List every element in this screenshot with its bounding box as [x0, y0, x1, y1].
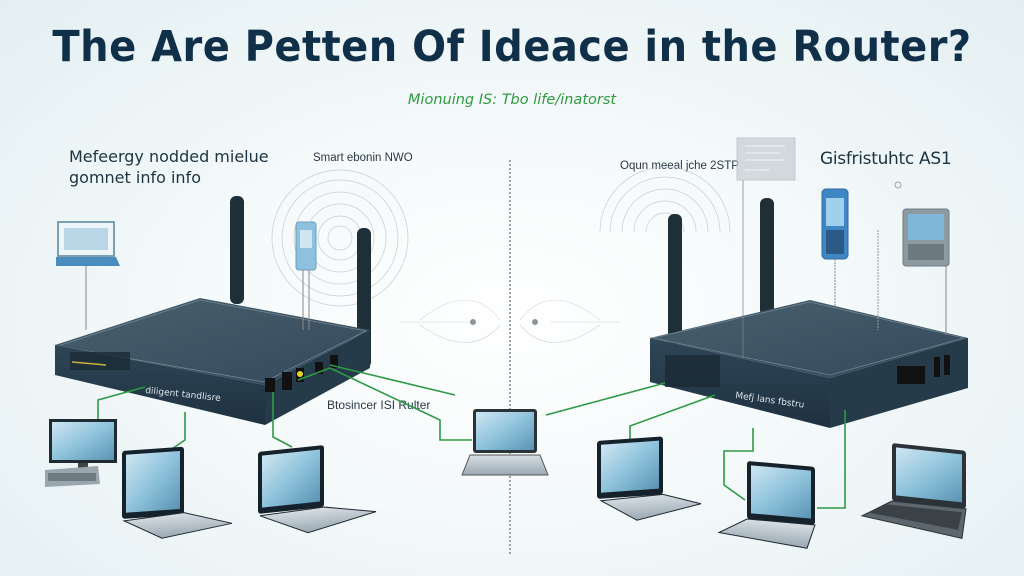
left-router-port: [330, 355, 338, 368]
network-cables: [97, 364, 846, 509]
center-node-right: [532, 319, 538, 325]
right-router-port: [934, 357, 940, 377]
right-router-antenna-1: [668, 214, 682, 344]
left-desktop-computer: [45, 419, 117, 487]
left-heading-line1: Mefeergy nodded mielue: [69, 147, 269, 166]
cable-right-vent: [545, 382, 666, 416]
diagram-subtitle: Mionuing IS: Tbo life/inatorst: [407, 92, 617, 108]
cable-left-desktop: [97, 386, 146, 420]
right-router: Mefj lans fbstru: [650, 198, 968, 428]
left-laptop-2: [258, 445, 377, 534]
left-router: diligent tandlisre: [55, 196, 371, 425]
cable-right-laptop-3: [817, 410, 846, 509]
center-signal-burst: [400, 299, 620, 343]
center-node-left: [470, 319, 476, 325]
cable-center-laptop: [297, 367, 472, 441]
left-router-vent: [70, 352, 130, 370]
right-tablet-device: [902, 208, 950, 335]
right-laptop-1: [597, 436, 702, 521]
left-router-side: [265, 330, 370, 425]
wireless-signal-right: [599, 166, 731, 233]
center-laptop: [461, 409, 549, 476]
cable-right-laptop-1: [629, 394, 716, 440]
left-wireless-label: Smart ebonin NWO: [313, 152, 413, 164]
right-router-vent: [665, 355, 720, 387]
left-router-port: [265, 378, 275, 392]
right-laptop-3: [860, 443, 967, 539]
cable-left-laptop-2: [272, 392, 293, 448]
right-smartphone: [821, 188, 849, 308]
right-router-port: [897, 366, 925, 384]
diagram-title: The Are Petten Of Ideace in the Router?: [52, 22, 972, 72]
left-router-port: [282, 372, 292, 390]
left-router-port: [315, 362, 323, 374]
left-desktop-monitor: [56, 221, 120, 330]
left-router-top: [55, 298, 370, 385]
left-panel-heading: Mefeergy nodded mielue gomnet info info: [69, 146, 269, 188]
left-smartphone: [295, 221, 317, 330]
right-bubble: [894, 181, 902, 189]
left-heading-line2: gomnet info info: [69, 168, 201, 187]
cable-router-link: [329, 364, 456, 396]
wireless-signal-left: [271, 169, 409, 307]
right-router-antenna-2: [760, 198, 774, 316]
right-laptop-2: [717, 461, 816, 549]
left-laptop-1: [122, 446, 233, 539]
right-panel-heading: Gisfristuhtc AS1: [820, 149, 952, 169]
right-router-port: [944, 355, 950, 375]
left-router-antenna-1: [230, 196, 244, 304]
right-info-panel: [736, 137, 796, 358]
left-router-caption: Btosincer ISI Rulter: [327, 398, 431, 412]
cable-right-laptop-2: [723, 428, 754, 501]
left-router-led: [297, 371, 303, 377]
center-divider: [509, 160, 511, 555]
